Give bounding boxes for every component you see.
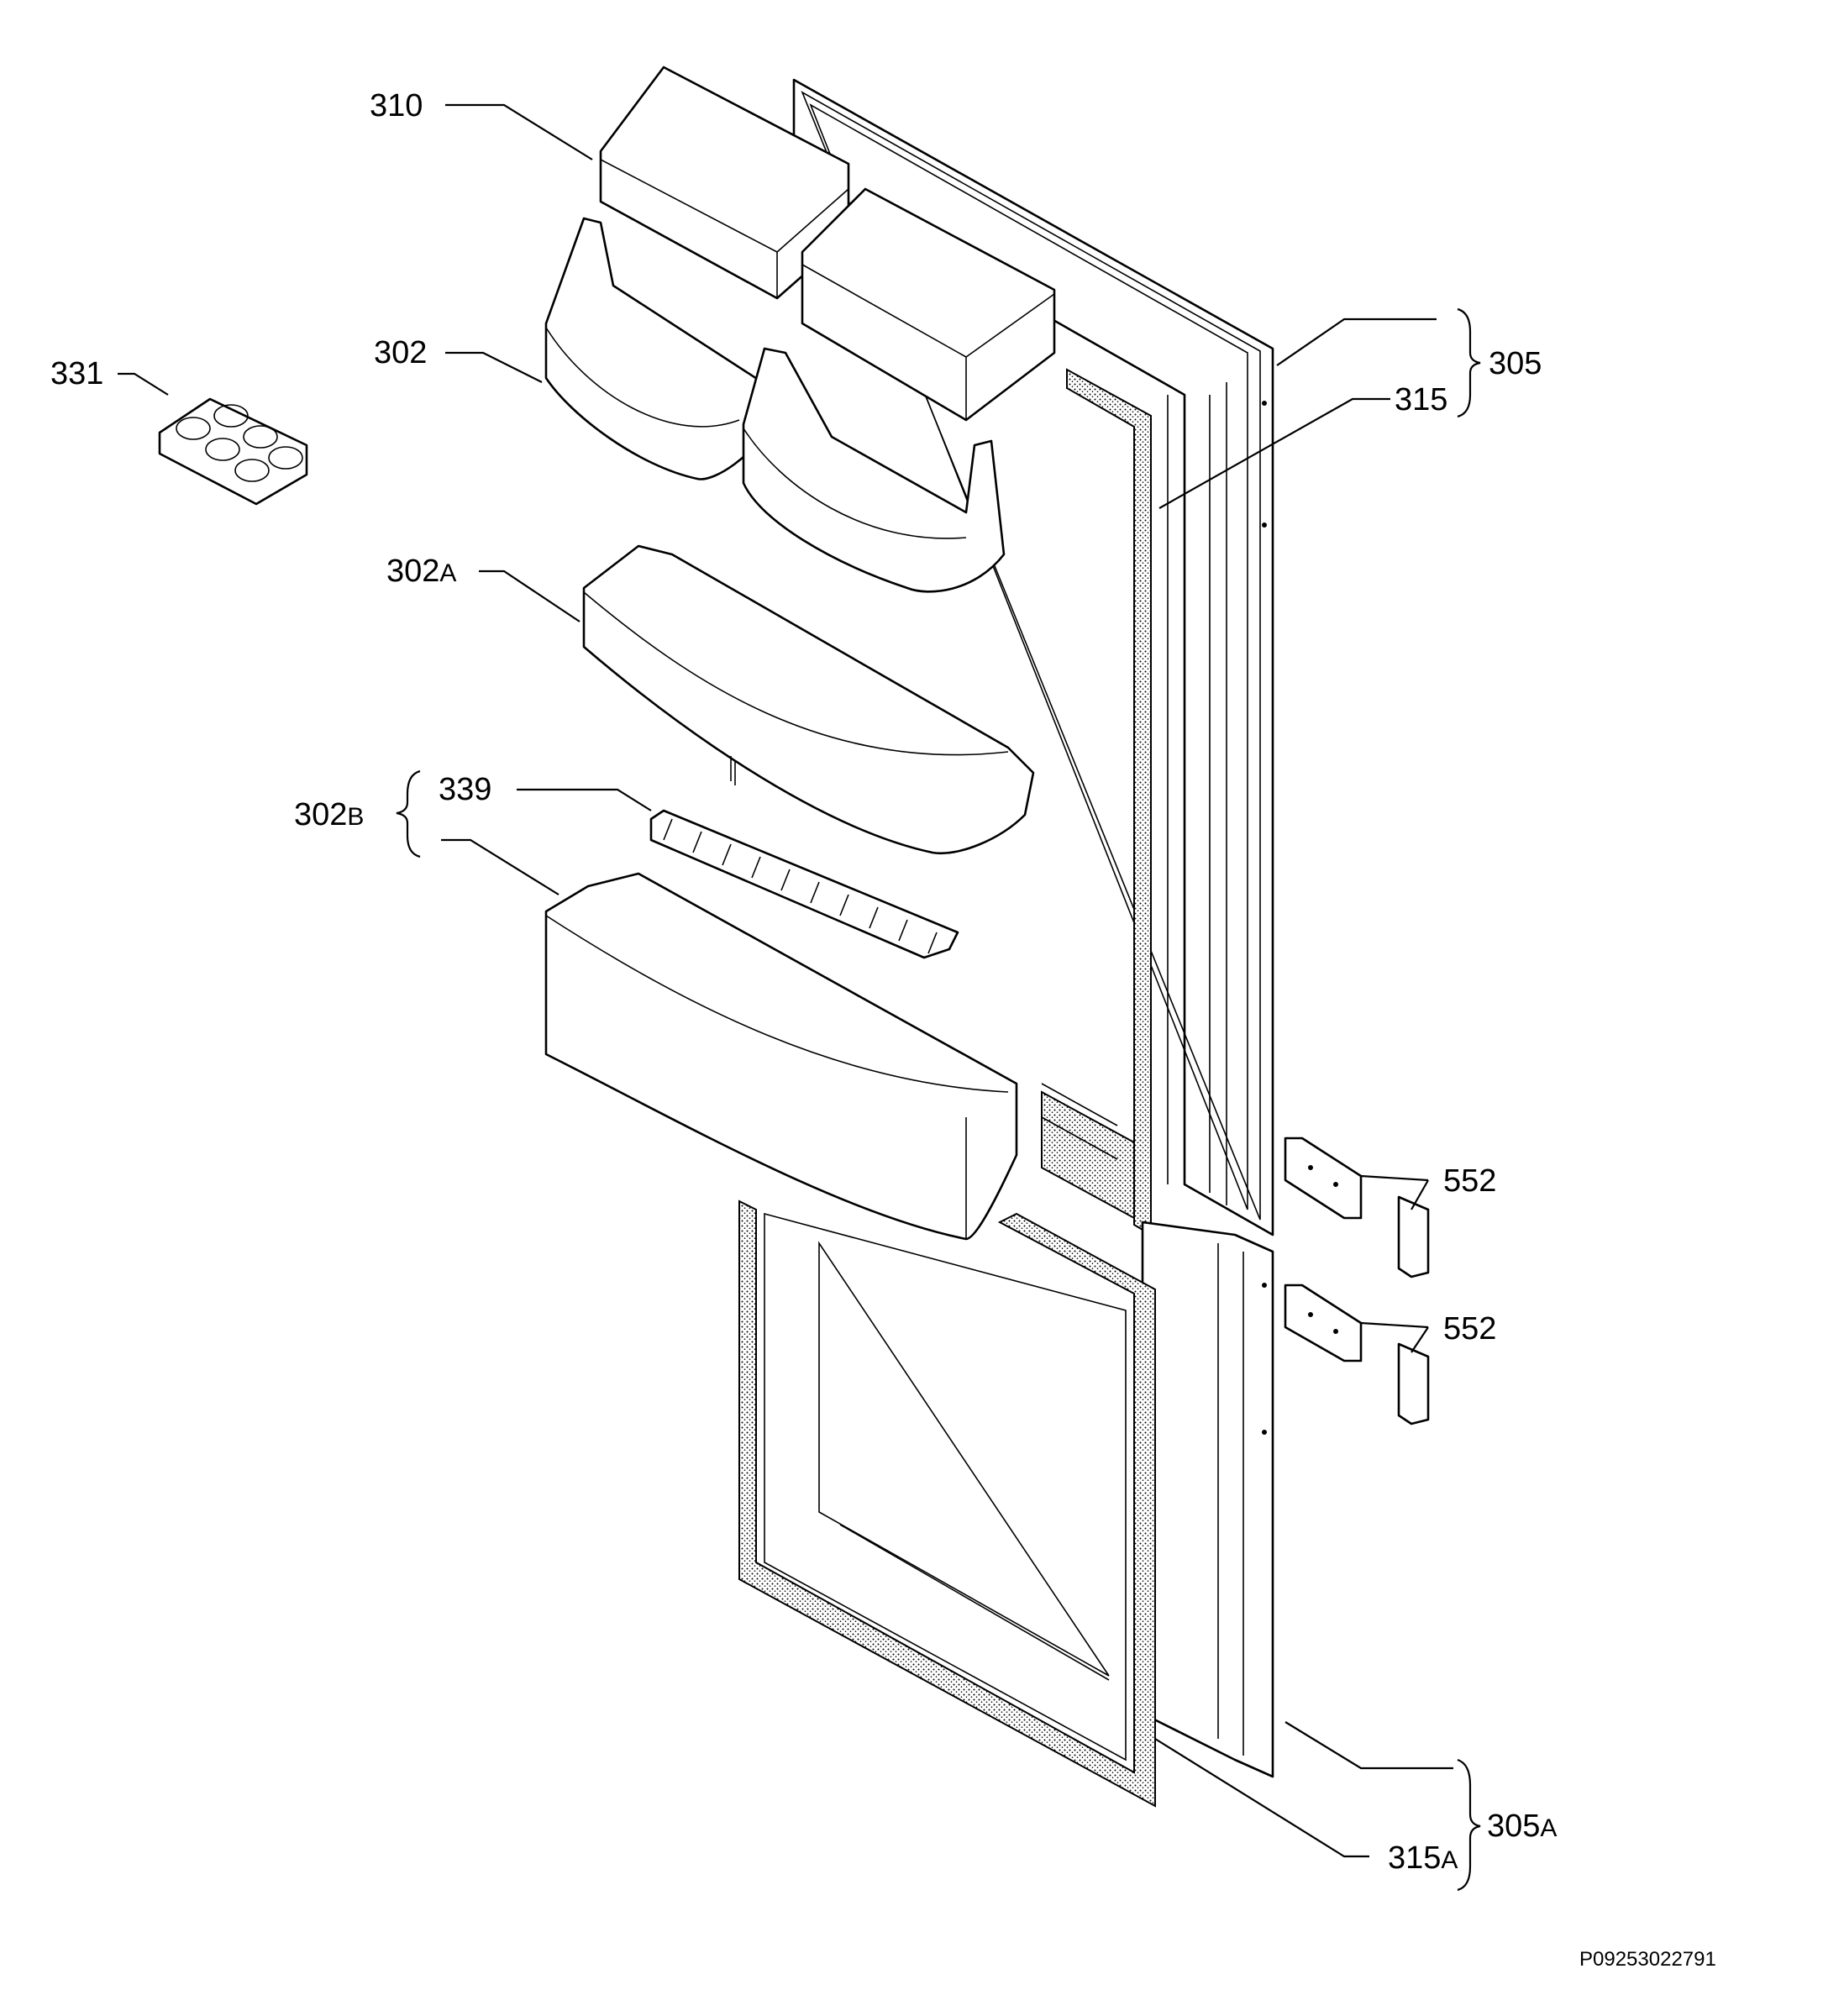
callout-331: 331 [50,356,103,391]
leader-lines [118,103,1453,1858]
door-bottle-shelf [582,544,1035,855]
callout-302B-number: 302 [294,797,347,832]
door-shelf-small-right [742,347,1006,593]
callout-315: 315 [1395,382,1447,417]
callout-302A-number: 302 [386,554,439,589]
brace-302B [396,769,421,858]
lower-door-gasket [738,1200,1156,1808]
callout-305A-number: 305 [1487,1809,1540,1844]
callout-302A: 302A [386,554,456,589]
bottle-retainer [649,809,959,959]
door-bottle-shelf-large [544,872,1018,1241]
callout-305: 305 [1489,346,1542,381]
callout-305A-suffix: A [1540,1814,1557,1842]
callout-302A-suffix: A [439,559,456,587]
callout-305A: 305A [1487,1809,1557,1844]
callout-302: 302 [374,335,427,370]
callout-302B-suffix: B [347,803,364,831]
callout-552-top: 552 [1443,1163,1496,1199]
callout-339: 339 [439,772,491,807]
callout-315A: 315A [1388,1840,1458,1876]
hinge-set-top [1284,1137,1430,1278]
callout-302B: 302B [294,797,364,832]
drawing-code: P09253022791 [1579,1948,1716,1971]
callout-315A-suffix: A [1441,1846,1458,1874]
callout-552-bottom: 552 [1443,1311,1496,1347]
retainer-slats [663,818,938,954]
egg-tray [158,397,308,506]
lower-door [1141,1221,1274,1778]
callout-315A-number: 315 [1388,1840,1441,1876]
brace-305A [1457,1758,1481,1892]
upper-door-gasket [1041,368,1169,1236]
dairy-lid-right [801,187,1056,422]
callout-310: 310 [370,88,423,123]
hinge-set-bottom [1284,1284,1430,1425]
brace-305 [1457,307,1481,418]
